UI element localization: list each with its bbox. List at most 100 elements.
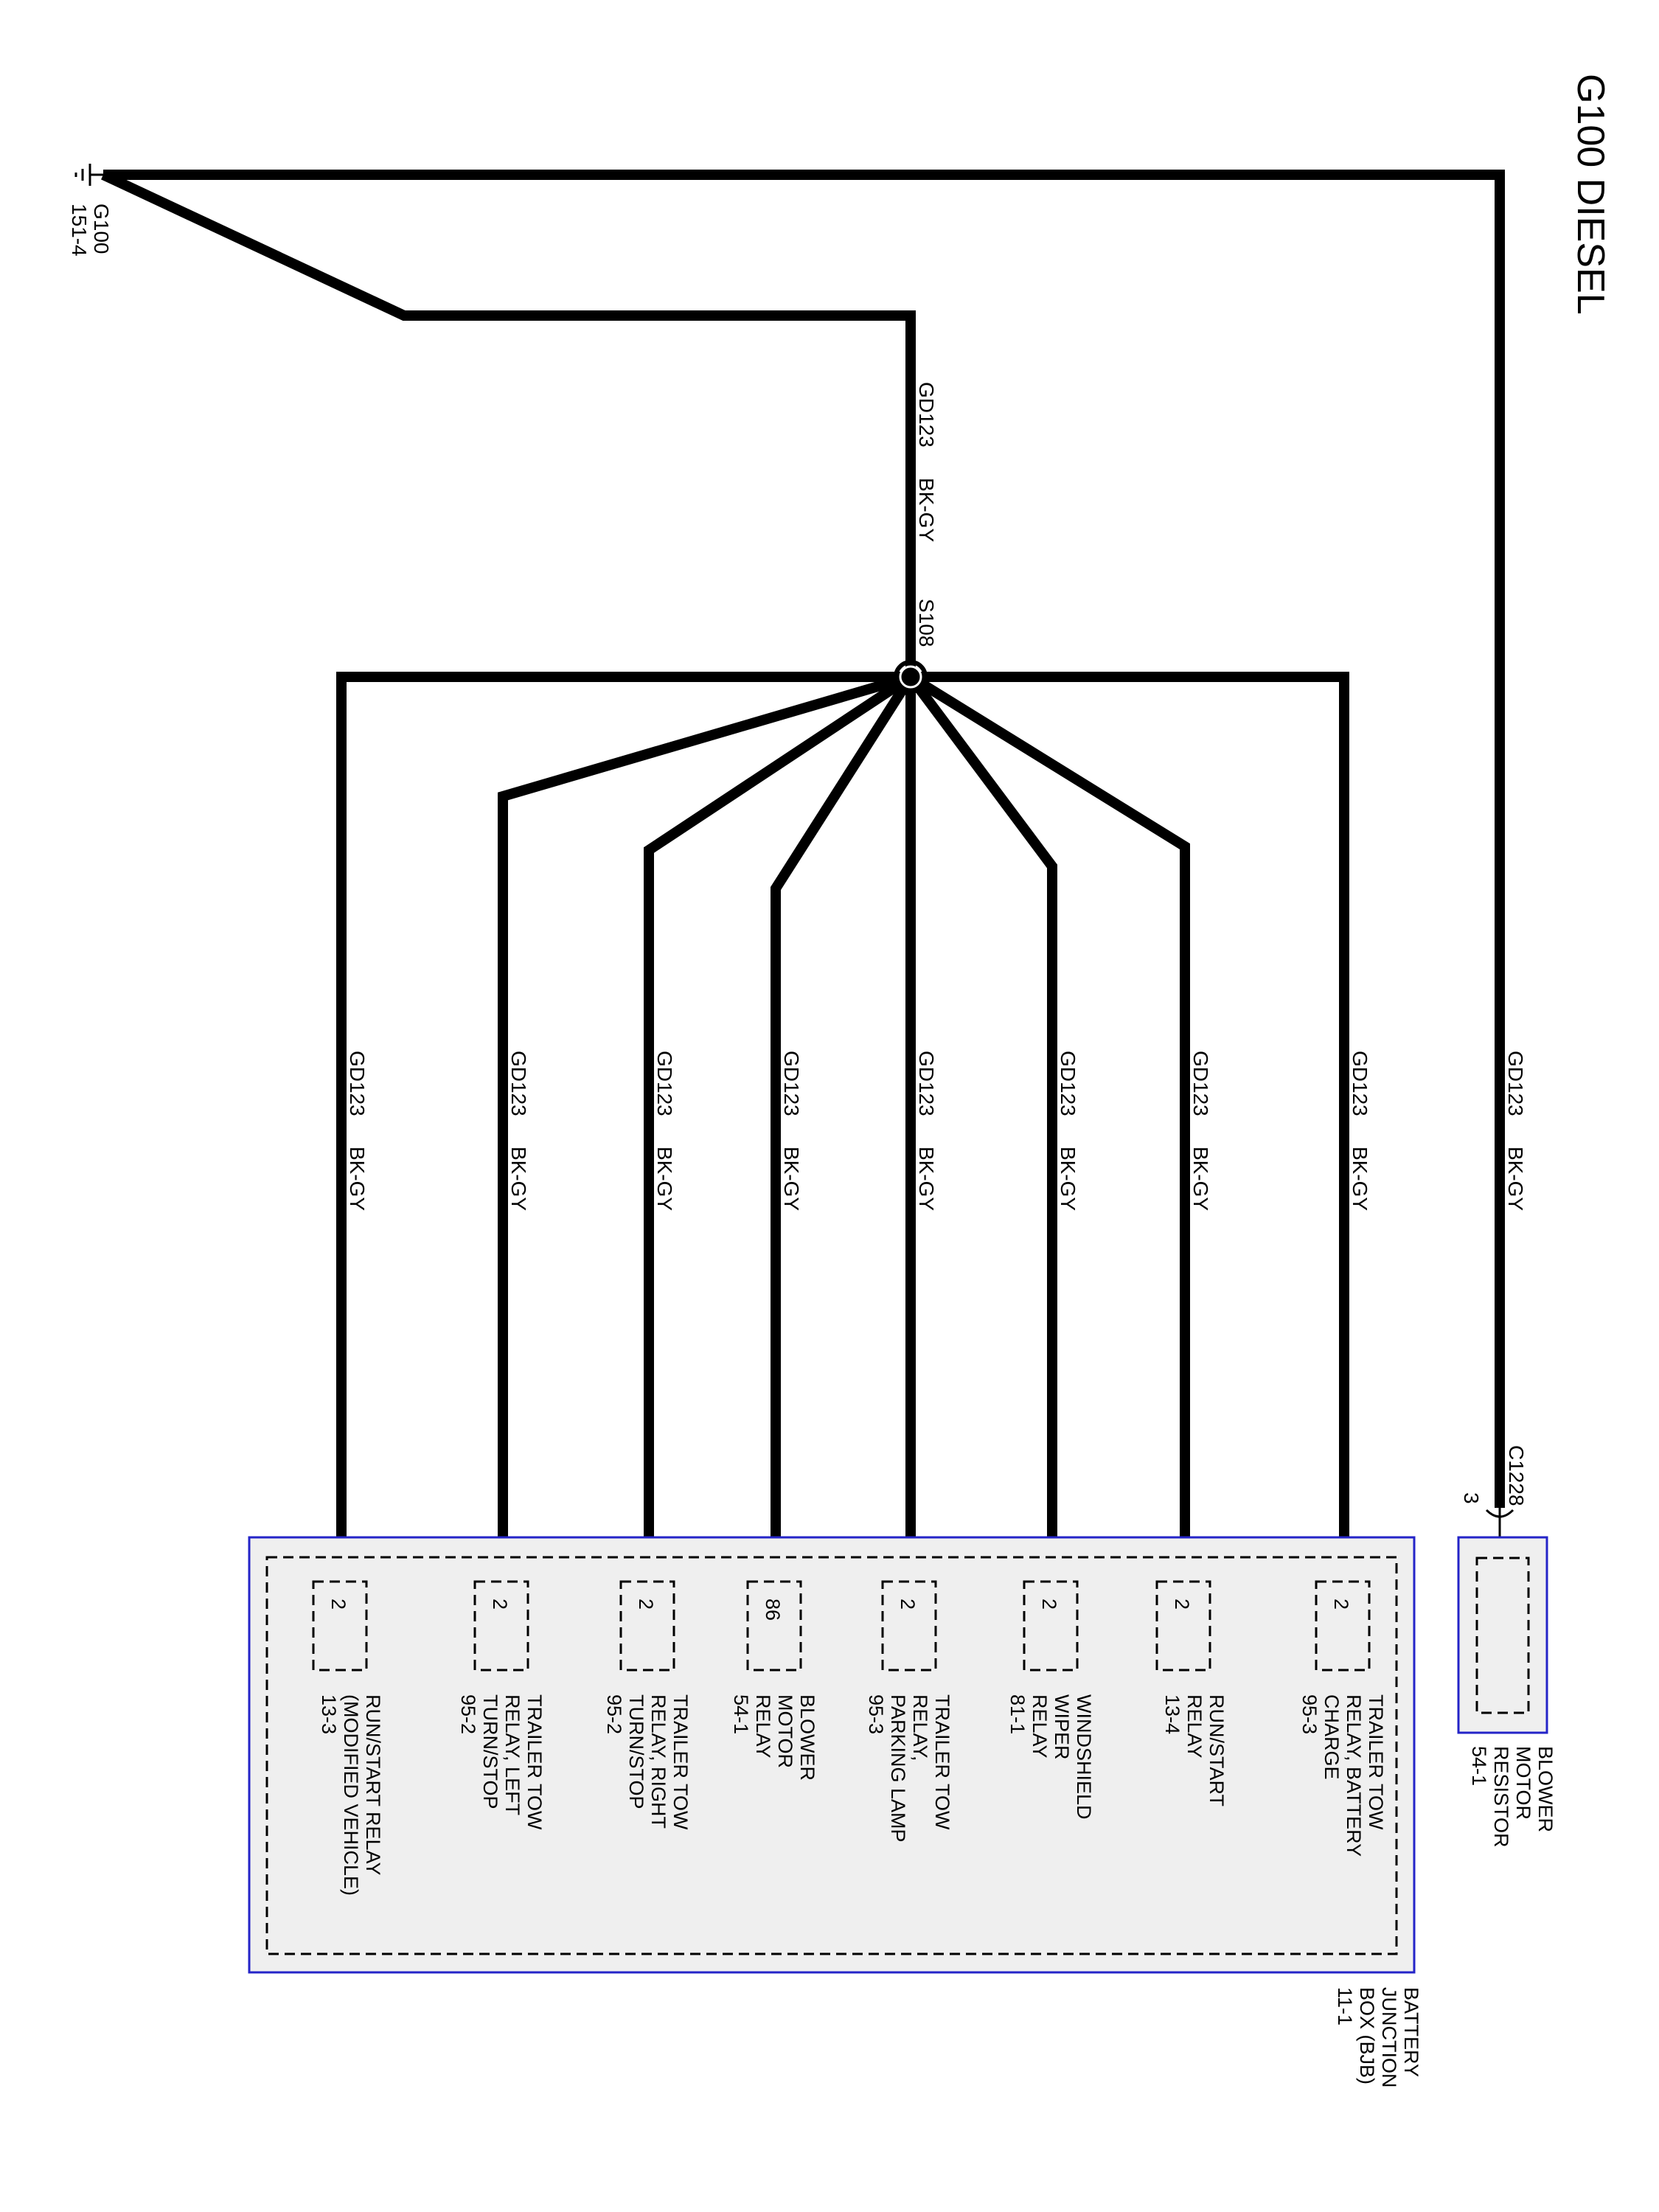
- splice-dot: [899, 665, 922, 689]
- pin-number: 2: [897, 1599, 919, 1610]
- svg-text:CHARGE: CHARGE: [1321, 1694, 1343, 1780]
- svg-text:PARKING LAMP: PARKING LAMP: [887, 1694, 909, 1843]
- diagram-title: G100 DIESEL: [1569, 74, 1612, 315]
- svg-text:3: 3: [1460, 1492, 1483, 1504]
- svg-text:TRAILER TOW: TRAILER TOW: [1365, 1694, 1387, 1830]
- svg-text:BK-GY: BK-GY: [1349, 1147, 1371, 1211]
- branch-label-2: GD123 BK-GY: [1189, 1051, 1212, 1211]
- pin-number: 2: [1330, 1599, 1352, 1610]
- branch-wire-5: [771, 674, 915, 1537]
- svg-text:GD123: GD123: [1189, 1051, 1212, 1116]
- splice-label: S108: [915, 599, 938, 647]
- pin-box-3: 2: [1023, 1580, 1079, 1672]
- ground-symbol-icon: [74, 164, 103, 186]
- svg-text:BK-GY: BK-GY: [346, 1147, 369, 1211]
- svg-text:GD123: GD123: [1057, 1051, 1079, 1116]
- ground-label: G100 151-4: [68, 204, 113, 257]
- pin-box-5: 86: [746, 1580, 802, 1672]
- svg-text:GD123: GD123: [507, 1051, 530, 1116]
- svg-text:95-3: 95-3: [1298, 1694, 1321, 1734]
- pin-box-4: 2: [881, 1580, 937, 1672]
- pin-number: 2: [327, 1599, 349, 1610]
- pin-number: 2: [489, 1599, 511, 1610]
- svg-text:54-1: 54-1: [730, 1694, 752, 1734]
- bjb-box: [248, 1536, 1416, 1974]
- svg-text:54-1: 54-1: [1468, 1746, 1490, 1786]
- svg-text:MOTOR: MOTOR: [774, 1694, 796, 1768]
- branch-wire-8: [336, 672, 911, 1537]
- resistor-wire-label: GD123 BK-GY: [1504, 1051, 1527, 1211]
- pin-box-8: 2: [312, 1580, 368, 1672]
- bjb-label: BATTERY JUNCTION BOX (BJB) 11-1: [1334, 1987, 1422, 2088]
- splice-ring: [894, 660, 928, 694]
- component-label-4: TRAILER TOW RELAY, PARKING LAMP 95-3: [865, 1694, 953, 1843]
- svg-text:TRAILER TOW: TRAILER TOW: [524, 1694, 546, 1830]
- feed-wire-circuit: GD123: [915, 382, 938, 448]
- pin-box-7: 2: [473, 1580, 529, 1672]
- component-label-2: RUN/START RELAY 13-4: [1161, 1694, 1228, 1806]
- branch-wire-3: [906, 673, 1057, 1537]
- pin-box-2: 2: [1155, 1580, 1211, 1672]
- svg-text:GD123: GD123: [915, 1051, 938, 1116]
- svg-text:RELAY, LEFT: RELAY, LEFT: [501, 1694, 524, 1815]
- svg-text:GD123: GD123: [346, 1051, 369, 1116]
- svg-text:11-1: 11-1: [1334, 1987, 1356, 2025]
- svg-text:BOX (BJB): BOX (BJB): [1356, 1987, 1378, 2084]
- branch-wire-1: [911, 672, 1349, 1537]
- branch-label-8: GD123 BK-GY: [346, 1051, 369, 1211]
- wire-ground-to-resistor: [103, 170, 1505, 1508]
- svg-text:95-2: 95-2: [603, 1694, 625, 1734]
- pin-number: 2: [1171, 1599, 1193, 1610]
- ground-ref: 151-4: [68, 204, 91, 257]
- svg-text:81-1: 81-1: [1006, 1694, 1029, 1734]
- svg-text:G100 DIESEL: G100 DIESEL: [1569, 74, 1612, 315]
- branch-label-5: GD123 BK-GY: [780, 1051, 803, 1211]
- wire-ground-to-splice: [101, 170, 916, 677]
- svg-text:GD123: GD123: [1349, 1051, 1371, 1116]
- svg-text:RELAY: RELAY: [1029, 1694, 1051, 1759]
- pin-box-1: 2: [1315, 1580, 1371, 1672]
- svg-text:13-4: 13-4: [1161, 1694, 1183, 1734]
- svg-text:RELAY: RELAY: [752, 1694, 774, 1759]
- branch-wire-7: [498, 672, 912, 1537]
- branch-label-1: GD123 BK-GY: [1349, 1051, 1371, 1211]
- component-label-3: WINDSHIELD WIPER RELAY 81-1: [1006, 1694, 1095, 1820]
- svg-text:GD123: GD123: [780, 1051, 803, 1116]
- pin-number: 2: [635, 1599, 657, 1610]
- svg-text:BK-GY: BK-GY: [1189, 1147, 1212, 1211]
- svg-text:GD123: GD123: [653, 1051, 676, 1116]
- svg-text:BATTERY: BATTERY: [1400, 1987, 1422, 2077]
- svg-text:RELAY: RELAY: [1183, 1694, 1206, 1759]
- svg-text:WIPER: WIPER: [1051, 1694, 1073, 1760]
- component-label-5: BLOWER MOTOR RELAY 54-1: [730, 1694, 818, 1781]
- blower-resistor-label: BLOWER MOTOR RESISTOR 54-1: [1468, 1746, 1557, 1848]
- svg-text:RELAY, RIGHT: RELAY, RIGHT: [647, 1694, 669, 1829]
- svg-text:C1228: C1228: [1505, 1445, 1528, 1506]
- svg-text:RUN/START: RUN/START: [1206, 1694, 1228, 1806]
- svg-text:BK-GY: BK-GY: [507, 1147, 530, 1211]
- svg-text:BK-GY: BK-GY: [653, 1147, 676, 1211]
- svg-text:(MODIFIED VEHICLE): (MODIFIED VEHICLE): [340, 1694, 362, 1896]
- svg-text:MOTOR: MOTOR: [1512, 1746, 1534, 1820]
- svg-text:TURN/STOP: TURN/STOP: [479, 1694, 501, 1809]
- svg-text:TURN/STOP: TURN/STOP: [625, 1694, 647, 1809]
- svg-text:WINDSHIELD: WINDSHIELD: [1073, 1694, 1095, 1820]
- svg-text:BK-GY: BK-GY: [780, 1147, 803, 1211]
- connector-pin-label: 3: [1460, 1492, 1483, 1504]
- component-label-6: TRAILER TOW RELAY, RIGHT TURN/STOP 95-2: [603, 1694, 692, 1830]
- svg-text:BK-GY: BK-GY: [915, 1147, 938, 1211]
- svg-text:95-3: 95-3: [865, 1694, 887, 1734]
- component-label-1: TRAILER TOW RELAY, BATTERY CHARGE 95-3: [1298, 1694, 1387, 1857]
- blower-resistor-box: [1457, 1536, 1548, 1734]
- svg-text:BLOWER: BLOWER: [796, 1694, 818, 1781]
- branch-label-4: GD123 BK-GY: [915, 1051, 938, 1211]
- svg-text:RELAY,: RELAY,: [909, 1694, 931, 1761]
- svg-text:95-2: 95-2: [457, 1694, 479, 1734]
- pin-box-6: 2: [619, 1580, 675, 1672]
- svg-text:RUN/START RELAY: RUN/START RELAY: [362, 1694, 384, 1876]
- branch-label-6: GD123 BK-GY: [653, 1051, 676, 1211]
- component-label-7: TRAILER TOW RELAY, LEFT TURN/STOP 95-2: [457, 1694, 546, 1830]
- connector-label: C1228: [1505, 1445, 1528, 1506]
- branch-wire-2: [908, 672, 1190, 1537]
